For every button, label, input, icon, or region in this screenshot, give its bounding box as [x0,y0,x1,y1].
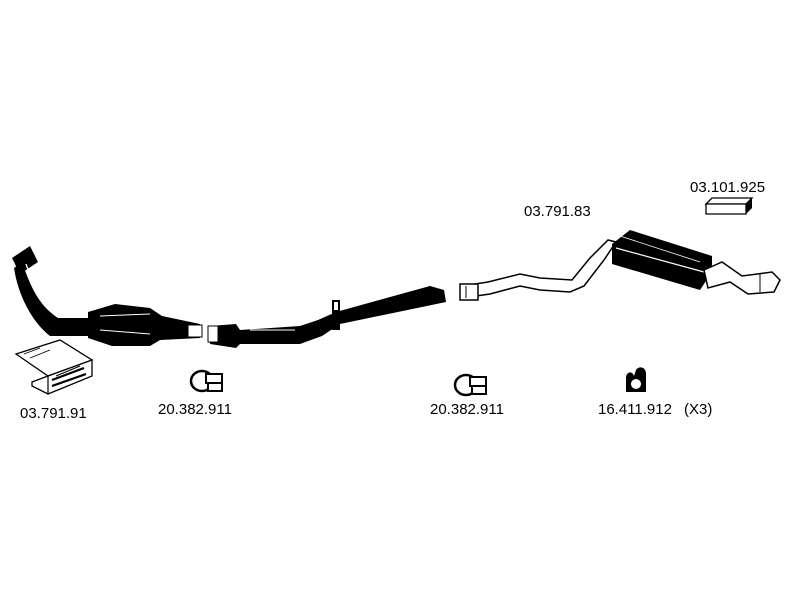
rubber-hanger-icon [626,367,646,392]
front-pipe-catalytic-converter [12,246,203,346]
clamp-rear-icon [453,373,487,397]
rear-silencer-section [459,230,781,301]
fitting-kit-box [14,339,94,395]
centre-pipe [207,286,446,348]
label-rubber-hanger-qty: (X3) [684,401,712,418]
label-rear-section: 03.791.83 [524,203,591,220]
label-rubber-hanger: 16.411.912 [598,401,672,418]
mounting-kit-box [704,197,754,215]
label-clamp-rear: 20.382.911 [430,401,504,418]
label-clamp-front: 20.382.911 [158,401,232,418]
clamp-front-icon [189,369,223,393]
label-mounting-kit: 03.101.925 [690,179,765,196]
label-fitting-kit: 03.791.91 [20,405,87,422]
